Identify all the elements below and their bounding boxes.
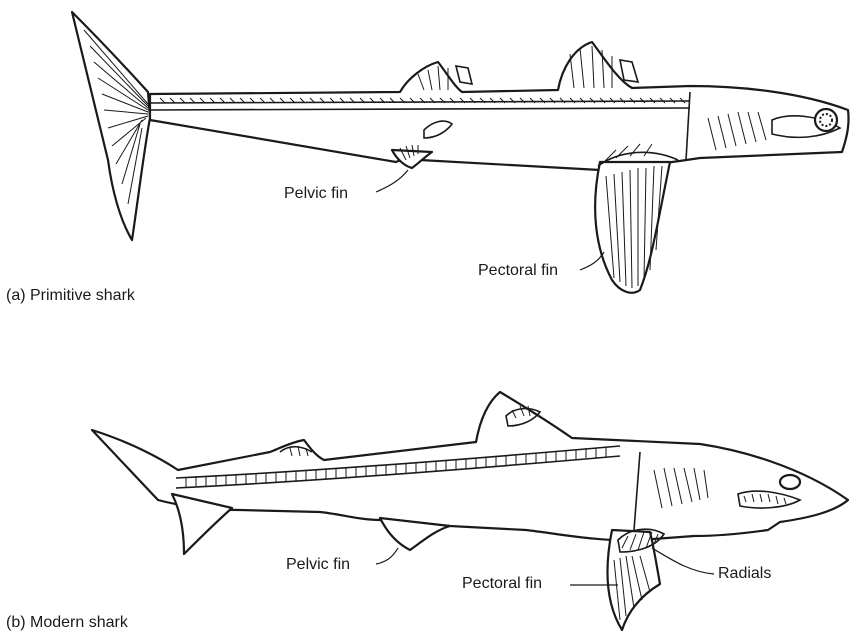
modern-shark-drawing bbox=[92, 392, 848, 630]
radials-label: Radials bbox=[718, 565, 771, 583]
modern-shark-eye bbox=[780, 475, 800, 489]
modern-pelvic-leader bbox=[376, 548, 398, 564]
primitive-shark-eye bbox=[815, 109, 837, 131]
primitive-pelvic-leader bbox=[376, 170, 408, 192]
modern-pelvic-fin-label: Pelvic fin bbox=[286, 556, 350, 574]
primitive-shark-drawing bbox=[72, 12, 849, 293]
primitive-shark-caption: (a) Primitive shark bbox=[6, 287, 135, 305]
modern-shark-caption: (b) Modern shark bbox=[6, 614, 128, 632]
primitive-pectoral-leader bbox=[580, 252, 604, 270]
modern-pectoral-fin-label: Pectoral fin bbox=[462, 575, 542, 593]
primitive-shark-body bbox=[150, 42, 849, 170]
primitive-pectoral-fin-label: Pectoral fin bbox=[478, 262, 558, 280]
primitive-pelvic-fin-label: Pelvic fin bbox=[284, 185, 348, 203]
modern-radials-leader bbox=[652, 548, 714, 574]
